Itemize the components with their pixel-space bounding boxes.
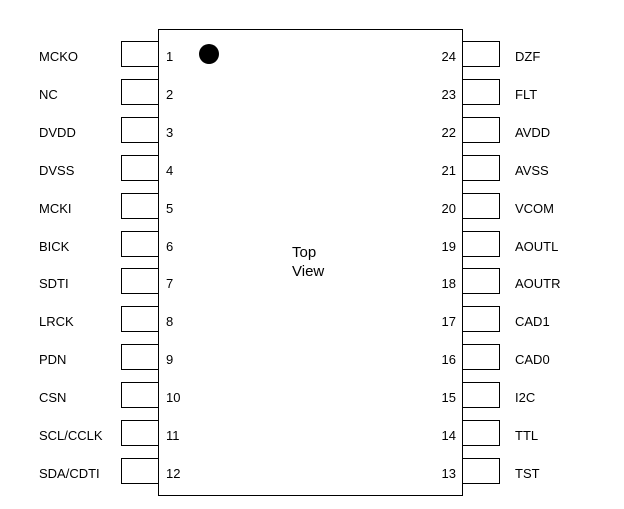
left-pin-number: 4 <box>166 162 174 178</box>
right-pin-number: 17 <box>441 314 456 330</box>
left-pin-name: CSN <box>39 390 67 406</box>
right-pin-lead <box>462 78 500 105</box>
right-pin-name: TTL <box>515 428 539 443</box>
chip-body <box>158 29 463 496</box>
left-pin-number: 1 <box>166 49 174 64</box>
left-pin-name: NC <box>39 86 58 102</box>
left-pin-lead <box>121 344 159 371</box>
left-pin-name: BICK <box>39 238 70 254</box>
right-pin-lead <box>462 457 500 484</box>
left-pin-lead <box>121 78 159 105</box>
left-pin-name: MCKO <box>39 49 78 64</box>
top-view-line-1: Top <box>292 244 317 261</box>
left-pin-lead <box>121 192 159 219</box>
left-pin-number: 9 <box>166 352 174 368</box>
right-pin-lead <box>462 41 500 67</box>
left-pin-lead <box>121 230 159 257</box>
right-pin-lead <box>462 268 500 295</box>
left-pin-lead <box>121 116 159 143</box>
right-pin-name: I2C <box>515 390 536 406</box>
left-pin-name: PDN <box>39 352 67 368</box>
left-pin-name: SDA/CDTI <box>39 465 100 481</box>
left-pin-name: SDTI <box>39 276 69 292</box>
right-pin-number: 13 <box>441 465 456 481</box>
right-pin-name: AVSS <box>515 162 549 178</box>
right-pin-number: 20 <box>441 200 456 216</box>
left-pin-lead <box>121 154 159 181</box>
left-pin-name: LRCK <box>39 314 74 330</box>
top-view-line-2: View <box>292 263 325 280</box>
left-pin-lead <box>121 41 159 67</box>
left-pin-name: DVDD <box>39 124 76 140</box>
right-pin-name: TST <box>515 465 540 481</box>
left-pin-number: 2 <box>166 86 174 102</box>
right-pin-name: AOUTL <box>515 238 559 254</box>
left-pin-number: 8 <box>166 314 174 330</box>
right-pin-name: FLT <box>515 86 538 102</box>
right-pin-number: 15 <box>441 390 456 406</box>
right-pin-number: 24 <box>441 49 456 64</box>
right-pin-lead <box>462 116 500 143</box>
right-pin-lead <box>462 154 500 181</box>
right-pin-name: AVDD <box>515 124 551 140</box>
right-pin-number: 18 <box>441 276 456 292</box>
right-pin-name: CAD1 <box>515 314 550 330</box>
left-pin-number: 3 <box>166 124 174 140</box>
right-pin-number: 16 <box>441 352 456 368</box>
left-pin-number: 7 <box>166 276 174 292</box>
left-pin-number: 10 <box>166 390 181 406</box>
pin1-marker-dot <box>199 44 219 64</box>
left-pin-name: MCKI <box>39 200 72 216</box>
right-pin-number: 21 <box>441 162 456 178</box>
left-pin-number: 5 <box>166 200 174 216</box>
left-pin-number: 6 <box>166 238 174 254</box>
left-pin-name: SCL/CCLK <box>39 428 103 443</box>
right-pin-lead <box>462 230 500 257</box>
right-pin-lead <box>462 382 500 409</box>
right-pin-number: 19 <box>441 238 456 254</box>
right-pin-number: 14 <box>441 428 456 443</box>
right-pin-name: DZF <box>515 49 541 64</box>
left-pin-lead <box>121 306 159 333</box>
right-pin-lead <box>462 344 500 371</box>
top-view-label: Top View <box>292 243 324 281</box>
right-pin-number: 23 <box>441 86 456 102</box>
left-pin-number: 12 <box>166 465 181 481</box>
right-pin-lead <box>462 306 500 333</box>
right-pin-name: VCOM <box>515 200 554 216</box>
left-pin-name: DVSS <box>39 162 75 178</box>
left-pin-lead <box>121 420 159 446</box>
left-pin-lead <box>121 382 159 409</box>
left-pin-lead <box>121 268 159 295</box>
right-pin-lead <box>462 192 500 219</box>
left-pin-lead <box>121 457 159 484</box>
right-pin-name: AOUTR <box>515 276 561 292</box>
right-pin-number: 22 <box>441 124 456 140</box>
right-pin-lead <box>462 420 500 446</box>
left-pin-number: 11 <box>166 428 180 443</box>
right-pin-name: CAD0 <box>515 352 550 368</box>
